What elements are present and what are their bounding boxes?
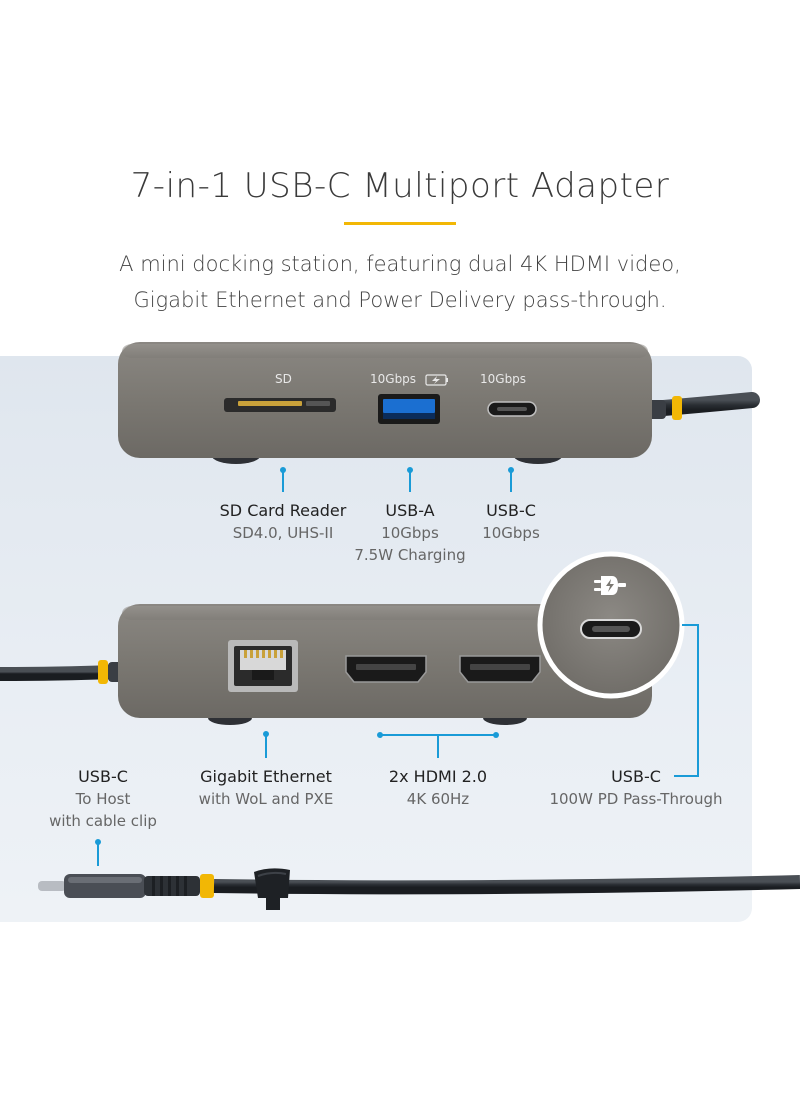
callout-detail: 10Gbps — [381, 524, 439, 542]
callout-title: Gigabit Ethernet — [200, 767, 332, 786]
callout-title: 2x HDMI 2.0 — [388, 767, 488, 786]
subtitle-line-2: Gigabit Ethernet and Power Delivery pass… — [133, 288, 667, 312]
callout-detail: To Host — [75, 790, 131, 808]
callout-detail: SD4.0, UHS-II — [232, 524, 334, 542]
title-underline — [344, 222, 456, 225]
callout-detail: with WoL and PXE — [198, 790, 334, 808]
callout-title: USB-C — [486, 501, 536, 520]
bottom-device-highlight — [122, 606, 648, 620]
pd-port-zoom — [537, 551, 685, 699]
power-plug-icon — [594, 576, 626, 595]
cable-clip-icon — [254, 868, 290, 910]
callout-usb-c-top: USB-C 10Gbps — [461, 500, 561, 544]
usb-c-port-label: 10Gbps — [480, 372, 527, 386]
callout-usb-c-host: USB-C To Host with cable clip — [38, 766, 168, 832]
usb-c-port-icon — [580, 619, 642, 639]
callout-detail: 10Gbps — [482, 524, 540, 542]
callout-title: USB-C — [611, 767, 661, 786]
callout-title: USB-C — [78, 767, 128, 786]
callout-detail: with cable clip — [49, 812, 157, 830]
ethernet-port-icon — [228, 640, 298, 692]
cable-yellow-band — [200, 874, 214, 898]
callout-detail: 4K 60Hz — [406, 790, 470, 808]
bottom-device-cable-left — [0, 665, 113, 681]
callout-title: USB-A — [385, 501, 435, 520]
usb-c-plug-housing-shine — [68, 877, 142, 883]
callout-usb-a: USB-A 10Gbps 7.5W Charging — [345, 500, 475, 566]
top-cable-yellow-band — [672, 396, 682, 420]
usb-c-host-cable — [38, 868, 800, 910]
usb-a-port-label: 10Gbps — [370, 372, 417, 386]
callout-detail: 7.5W Charging — [354, 546, 466, 564]
usb-c-plug-tip — [38, 881, 66, 891]
page-title: 7-in-1 USB-C Multiport Adapter — [130, 166, 670, 206]
usb-c-port-icon — [487, 401, 537, 417]
sd-slot-icon — [224, 398, 336, 412]
page-subtitle: A mini docking station, featuring dual 4… — [60, 246, 740, 318]
callout-hdmi: 2x HDMI 2.0 4K 60Hz — [378, 766, 498, 810]
hdmi-port-icon — [459, 655, 541, 683]
bottom-callout-lines — [95, 624, 699, 866]
top-device-highlight — [122, 344, 648, 358]
hdmi-port-icon — [345, 655, 427, 683]
callout-gigabit-ethernet: Gigabit Ethernet with WoL and PXE — [181, 766, 351, 810]
subtitle-line-1: A mini docking station, featuring dual 4… — [119, 252, 681, 276]
callout-sd-card-reader: SD Card Reader SD4.0, UHS-II — [203, 500, 363, 544]
callout-detail: 100W PD Pass-Through — [549, 790, 723, 808]
callout-usb-c-pd: USB-C 100W PD Pass-Through — [546, 766, 726, 810]
top-cable-strain-relief — [648, 400, 666, 419]
usb-a-port-icon — [378, 394, 440, 424]
bottom-device — [0, 604, 652, 725]
sd-port-label: SD — [275, 372, 292, 386]
top-callout-lines — [280, 467, 514, 492]
callout-title: SD Card Reader — [219, 501, 347, 520]
cable-body — [213, 875, 800, 895]
bottom-cable-yellow-band — [98, 660, 108, 684]
charging-battery-icon — [425, 374, 448, 386]
top-device — [118, 342, 760, 464]
